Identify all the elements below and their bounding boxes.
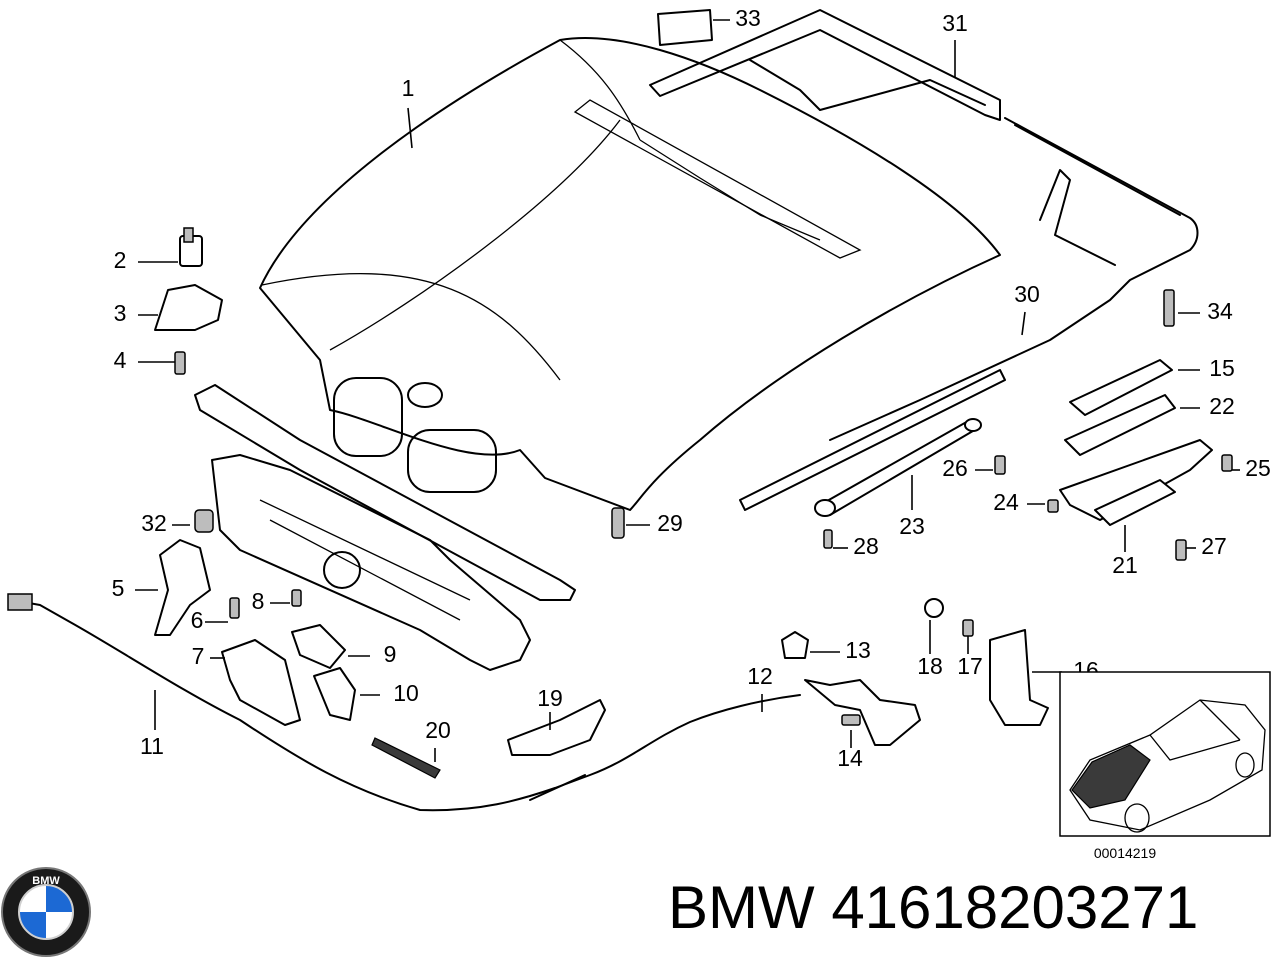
callout-26: 26 — [942, 455, 968, 481]
latch-parts — [154, 509, 356, 726]
callout-10: 10 — [393, 680, 419, 706]
callout-18: 18 — [917, 653, 943, 679]
inset-car-thumbnail: 00014219 — [1059, 671, 1271, 861]
callout-13: 13 — [845, 637, 871, 663]
callout-4: 4 — [114, 347, 127, 373]
right-side-parts — [781, 598, 1049, 726]
callout-12: 12 — [747, 663, 773, 689]
callout-33: 33 — [735, 5, 761, 31]
callout-21: 21 — [1112, 552, 1138, 578]
bmw-roundel-logo: BMW — [1, 867, 91, 957]
callout-28: 28 — [853, 533, 879, 559]
callout-3: 3 — [114, 300, 127, 326]
callout-11: 11 — [140, 733, 164, 759]
callout-23: 23 — [899, 513, 925, 539]
release-cables — [7, 593, 921, 812]
logo-lettering: BMW — [32, 875, 60, 887]
hood-seal-frame — [649, 9, 1199, 511]
callout-19: 19 — [537, 685, 563, 711]
callout-32: 32 — [141, 510, 167, 536]
callout-30: 30 — [1014, 281, 1040, 307]
callout-27: 27 — [1201, 533, 1227, 559]
hinge-bracket-parts — [154, 227, 223, 375]
callout-1: 1 — [402, 75, 415, 101]
callout-5: 5 — [112, 575, 125, 601]
diagram-code: 00014219 — [1094, 845, 1157, 861]
front-carrier — [194, 384, 576, 671]
callout-24: 24 — [993, 489, 1019, 515]
callout-15: 15 — [1209, 355, 1235, 381]
strut-and-hinge-parts — [611, 9, 1233, 561]
callout-9: 9 — [384, 641, 397, 667]
part-number: 41618203271 — [831, 874, 1199, 941]
callout-29: 29 — [657, 510, 683, 536]
callout-8: 8 — [252, 588, 265, 614]
callout-34: 34 — [1207, 298, 1233, 324]
brand-name: BMW — [668, 874, 815, 941]
callout-2: 2 — [114, 247, 127, 273]
callout-20: 20 — [425, 717, 451, 743]
callout-31: 31 — [942, 10, 968, 36]
callout-25: 25 — [1245, 455, 1271, 481]
bracket-parts — [371, 699, 606, 779]
callout-leaders — [135, 19, 1240, 762]
callout-22: 22 — [1209, 393, 1235, 419]
callout-6: 6 — [191, 607, 204, 633]
callout-labels: 1 2 3 4 5 6 7 8 9 10 11 12 13 14 15 16 1… — [112, 5, 1271, 771]
callout-7: 7 — [192, 643, 205, 669]
callout-17: 17 — [957, 653, 983, 679]
hood-panel — [259, 37, 1001, 511]
brand-part-number: BMW 41618203271 — [668, 878, 1198, 938]
callout-14: 14 — [837, 745, 863, 771]
